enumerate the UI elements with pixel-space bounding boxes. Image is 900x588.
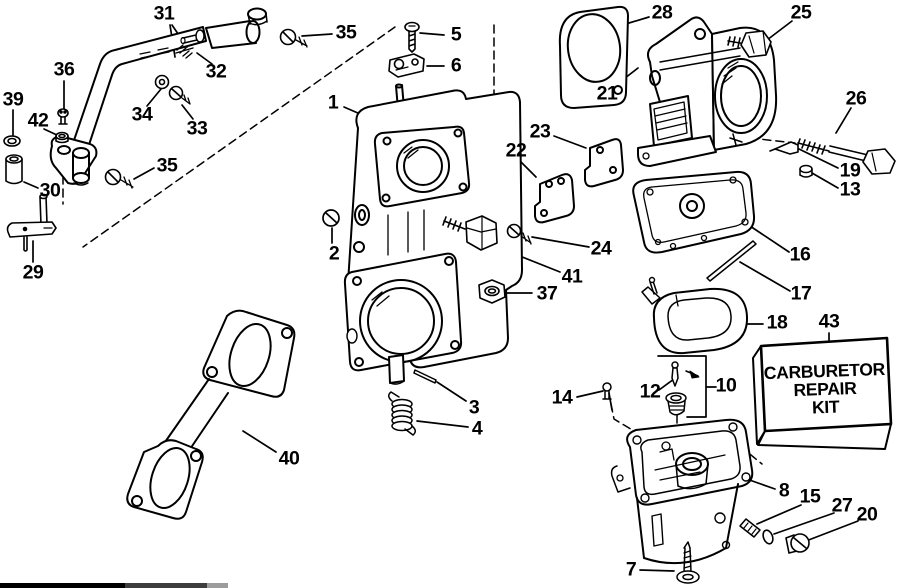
- repair-kit-text: CARBURETOR REPAIR KIT: [763, 350, 886, 428]
- float-18: [641, 276, 749, 355]
- page-edge-bar-dark: [0, 583, 125, 588]
- callout-1: 1: [327, 91, 339, 114]
- pin-3: [413, 369, 437, 384]
- callout-7: 7: [625, 558, 637, 581]
- screw-14: [602, 382, 612, 400]
- callout-8: 8: [778, 479, 790, 502]
- callout-30: 30: [39, 179, 61, 202]
- spring-4: [388, 391, 416, 436]
- upper-body-21: [637, 16, 778, 167]
- callout-36: 36: [53, 58, 75, 81]
- screw-24: [506, 223, 532, 245]
- callout-12: 12: [639, 380, 661, 403]
- plunger-15: [739, 518, 761, 538]
- callout-18: 18: [766, 311, 788, 334]
- callout-4: 4: [471, 417, 483, 440]
- bolt-25: [727, 30, 772, 58]
- bolt-41: [442, 215, 498, 251]
- oring-27: [762, 529, 774, 545]
- gasket-40: [126, 309, 296, 520]
- callout-28: 28: [651, 1, 673, 24]
- callout-26: 26: [845, 87, 867, 110]
- plate-23: [584, 138, 624, 188]
- spring-32: [175, 44, 194, 59]
- callout-17: 17: [790, 282, 812, 305]
- plug-2: [322, 209, 340, 227]
- callout-19: 19: [839, 159, 861, 182]
- callout-43: 43: [818, 310, 840, 333]
- needle-19: [769, 141, 799, 155]
- callout-16: 16: [789, 243, 811, 266]
- callout-13: 13: [839, 178, 861, 201]
- callout-42: 42: [27, 109, 49, 132]
- callout-22: 22: [505, 139, 527, 162]
- callout-27: 27: [831, 494, 853, 517]
- nut-37: [478, 279, 506, 304]
- callout-21: 21: [596, 82, 618, 105]
- callout-31: 31: [153, 2, 175, 25]
- callout-15: 15: [799, 485, 821, 508]
- callout-25: 25: [790, 1, 812, 24]
- callout-23: 23: [529, 120, 551, 143]
- callout-35-left: 35: [156, 154, 178, 177]
- nut-13: [799, 164, 813, 178]
- main-body: [343, 83, 523, 385]
- jet: [665, 392, 687, 416]
- small-hardware-left: [3, 74, 191, 252]
- gasket-16: [632, 170, 756, 254]
- top-middle-hardware: [279, 21, 425, 78]
- callout-20: 20: [856, 503, 878, 526]
- page-edge-bar-light: [207, 583, 228, 588]
- group-bracket: [657, 355, 707, 418]
- callout-2: 2: [328, 242, 340, 265]
- callout-35-top: 35: [335, 21, 357, 44]
- float-bowl: [610, 418, 754, 565]
- bolt-26: [796, 138, 896, 175]
- screw-20: [785, 533, 810, 554]
- leader-lines: [12, 16, 859, 572]
- callout-40: 40: [278, 447, 300, 470]
- page-edge-bar-mid: [125, 583, 207, 588]
- callout-33: 33: [186, 117, 208, 140]
- callout-3: 3: [468, 396, 480, 419]
- callout-24: 24: [590, 237, 612, 260]
- callout-6: 6: [450, 54, 462, 77]
- callout-41: 41: [561, 265, 583, 288]
- rod-17: [706, 240, 757, 282]
- repair-kit-box: [752, 336, 893, 450]
- callout-37: 37: [536, 282, 558, 305]
- callout-39: 39: [2, 88, 24, 111]
- callout-10: 10: [715, 374, 737, 397]
- callout-14: 14: [551, 386, 573, 409]
- plate-22: [534, 173, 575, 224]
- needle-12: [671, 361, 700, 387]
- callout-5: 5: [450, 23, 462, 46]
- screw-7: [676, 541, 700, 584]
- kit-line-3: KIT: [811, 396, 840, 418]
- gasket-28: [558, 5, 629, 109]
- callout-32: 32: [205, 60, 227, 83]
- callout-34: 34: [131, 103, 153, 126]
- callout-29: 29: [22, 261, 44, 284]
